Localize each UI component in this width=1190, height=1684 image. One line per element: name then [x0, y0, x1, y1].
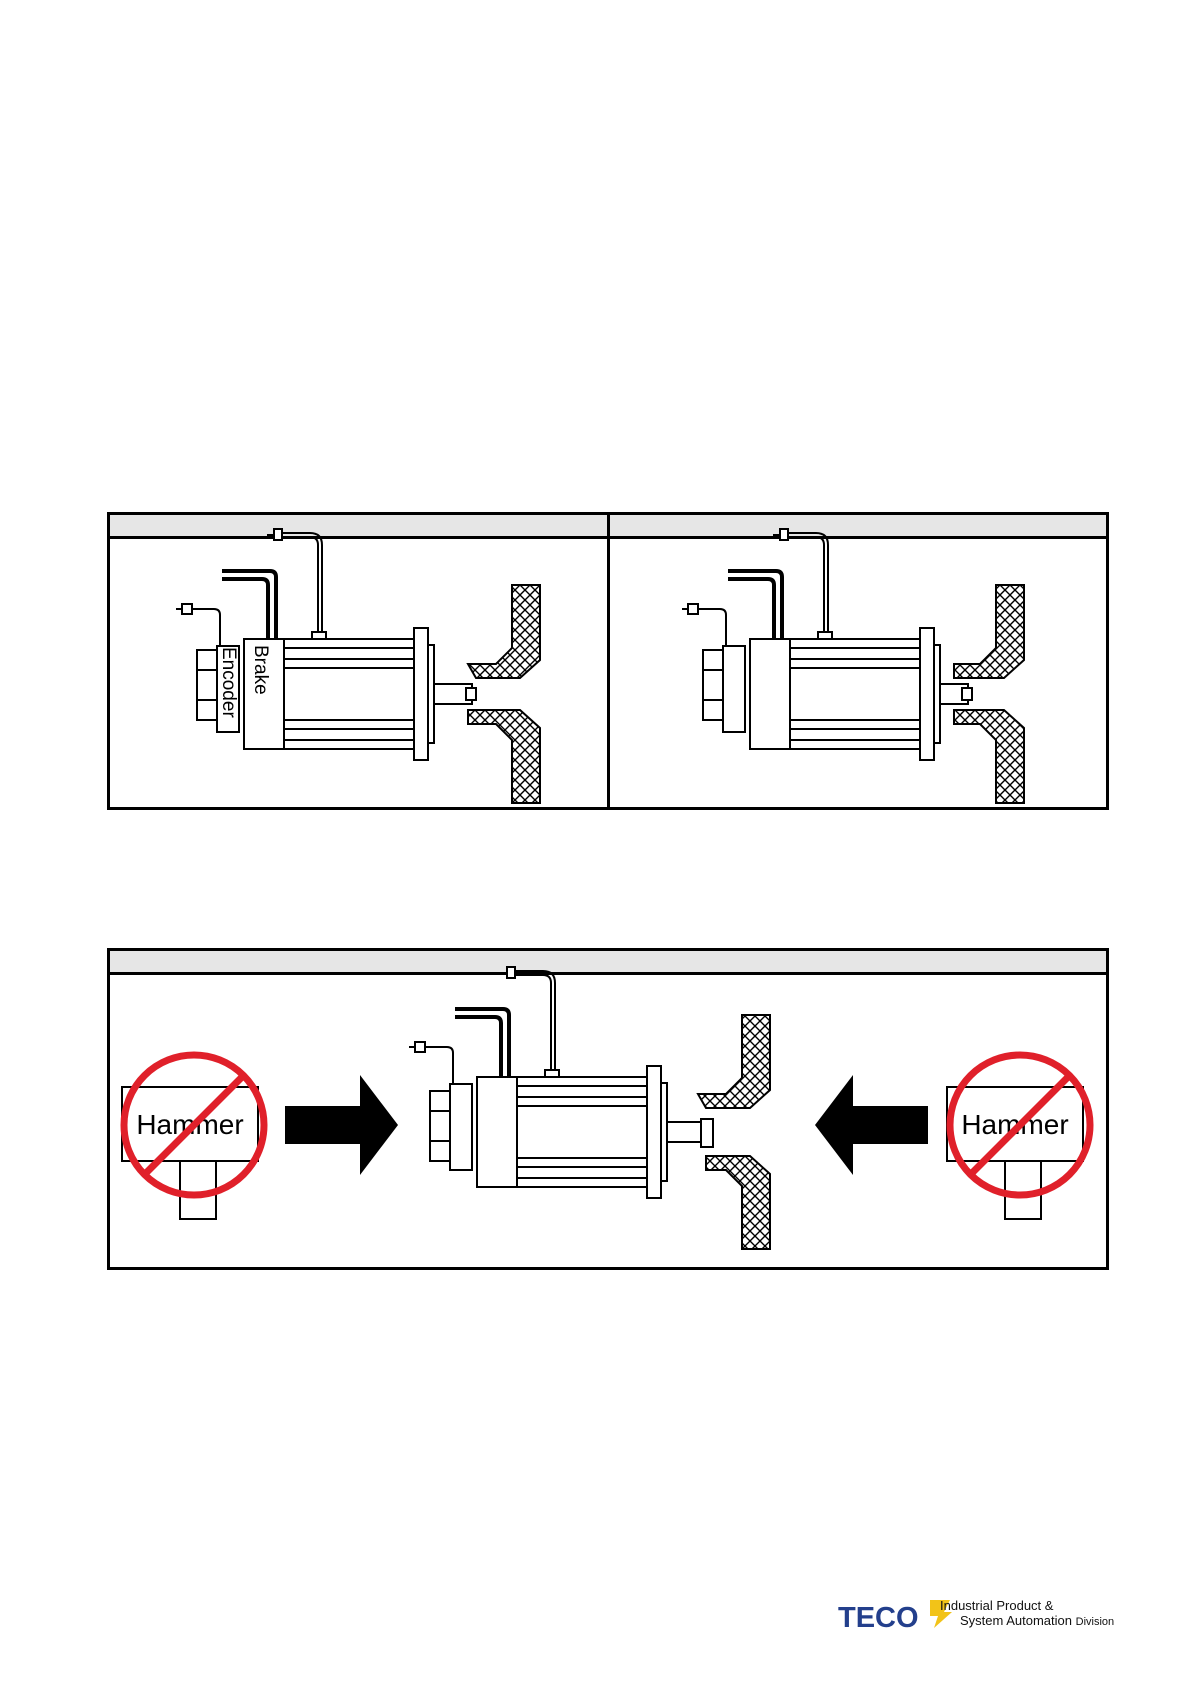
arrow-right-icon: [285, 1075, 398, 1175]
teco-logo: TECO Industrial Product & System Automat…: [838, 1598, 1138, 1634]
brake-label: Brake: [250, 645, 271, 695]
no-hammer-drawing: Hammer: [110, 951, 1106, 1267]
division-line2: System Automation Division: [940, 1613, 1114, 1630]
division-line2-small: Division: [1076, 1616, 1115, 1628]
encoder-label: Encoder: [218, 647, 239, 718]
hammer-right-label: Hammer: [961, 1109, 1068, 1140]
servo-motor-drawing-right: [610, 515, 1106, 807]
hammer-left: [122, 1087, 258, 1219]
teco-wordmark: TECO: [838, 1602, 919, 1635]
mounting-figure-panel: Brake Encoder: [107, 512, 1109, 810]
hammer-right: [947, 1087, 1083, 1219]
division-name: Industrial Product & System Automation D…: [940, 1598, 1114, 1630]
division-line1: Industrial Product &: [940, 1598, 1114, 1613]
division-line2-main: System Automation: [960, 1613, 1072, 1628]
no-hammer-figure-panel: Hammer: [107, 948, 1109, 1270]
servo-motor-drawing-left: Brake Encoder: [110, 515, 607, 807]
arrow-left-icon: [815, 1075, 928, 1175]
